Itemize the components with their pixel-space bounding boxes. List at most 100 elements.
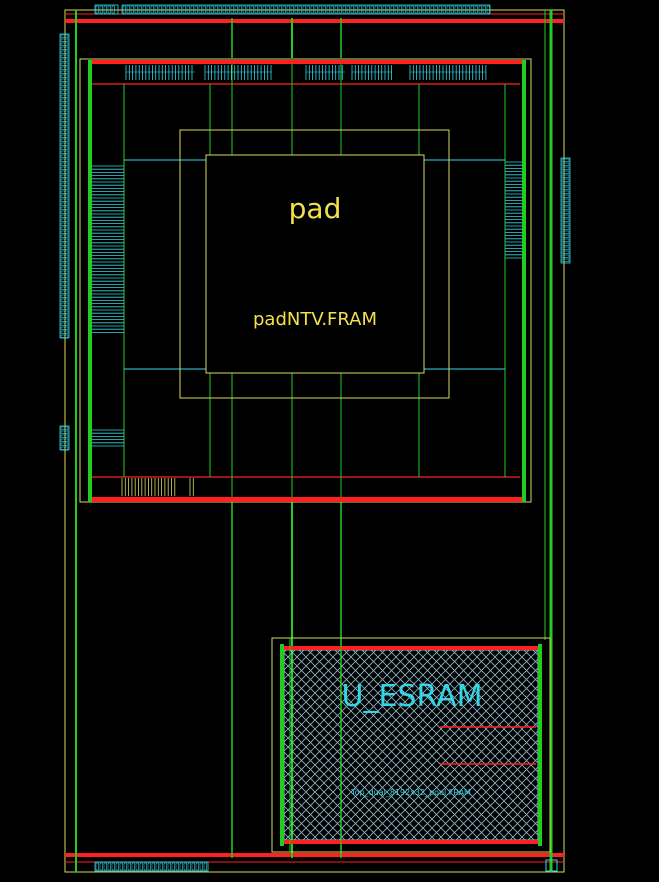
top-pin-pin <box>478 5 482 14</box>
top-pin-pin <box>326 5 330 14</box>
top-pin-pin <box>390 5 394 14</box>
left-pin-pin <box>60 426 69 430</box>
right-pin-pin <box>561 250 570 254</box>
top-pin-pin <box>218 5 222 14</box>
top-pin-pin <box>394 5 398 14</box>
left-pin-pin <box>60 258 69 262</box>
left-pin-pin <box>60 242 69 246</box>
top-pin-pin <box>190 5 194 14</box>
top-pin-pin <box>346 5 350 14</box>
right-pin-pin <box>561 178 570 182</box>
top-pin-pin <box>282 5 286 14</box>
top-pin-pin <box>378 5 382 14</box>
top-pin-pin <box>278 5 282 14</box>
top-pin-pin <box>182 5 186 14</box>
top-pin-pin <box>95 5 99 14</box>
pad-right-rail <box>522 60 526 502</box>
left-pin-pin <box>60 174 69 178</box>
top-pin-pin <box>314 5 318 14</box>
top-pin-pin <box>178 5 182 14</box>
bottom-pin-pin <box>155 862 159 871</box>
bottom-pin-pin <box>111 862 115 871</box>
top-pin-pin <box>454 5 458 14</box>
right-pin-pin <box>561 166 570 170</box>
bottom-pin-pin <box>115 862 119 871</box>
sram-frame-label: Top_dual_8192x32_pool.FRAM <box>350 788 471 797</box>
top-pin-strip <box>94 4 491 15</box>
left-pin-pin <box>60 230 69 234</box>
left-pin-pin <box>60 98 69 102</box>
left-pin-pin <box>60 234 69 238</box>
top-pin-pin <box>406 5 410 14</box>
right-pin-pin <box>561 258 570 262</box>
left-pin-pin <box>60 286 69 290</box>
bottom-pin-pin <box>143 862 147 871</box>
top-pin-pin <box>194 5 198 14</box>
right-pin-pin <box>561 238 570 242</box>
left-pin-pin <box>60 322 69 326</box>
top-pin-pin <box>262 5 266 14</box>
bottom-pin-pin <box>147 862 151 871</box>
bottom-pin-pin <box>99 862 103 871</box>
pad-left-pins <box>92 165 124 447</box>
left-pin-pin <box>60 310 69 314</box>
top-pin-pin <box>198 5 202 14</box>
left-pin-pin <box>60 34 69 38</box>
top-pin-pin <box>382 5 386 14</box>
left-pin-pin <box>60 254 69 258</box>
bottom-pin-pin <box>187 862 191 871</box>
top-pin-pin <box>450 5 454 14</box>
top-pin-pin <box>274 5 278 14</box>
top-pin-pin <box>107 5 111 14</box>
pad-block[interactable]: pad padNTV.FRAM <box>79 58 532 503</box>
left-pin-pin <box>60 50 69 54</box>
left-pin-pin <box>60 118 69 122</box>
top-pin-pin <box>170 5 174 14</box>
top-pin-pin <box>142 5 146 14</box>
top-pin-pin <box>126 5 130 14</box>
left-pin-frame <box>59 33 70 339</box>
top-pin-pin <box>242 5 246 14</box>
left-pin-pin <box>60 178 69 182</box>
top-pin-pin <box>462 5 466 14</box>
right-pin-pin <box>561 214 570 218</box>
bottom-pin-pin <box>191 862 195 871</box>
left-pin-pin <box>60 306 69 310</box>
top-pin-pin <box>298 5 302 14</box>
top-pin-pin <box>294 5 298 14</box>
bottom-pin-pin <box>123 862 127 871</box>
left-pin-pin <box>60 146 69 150</box>
left-pin-pin <box>60 46 69 50</box>
sram-block-label: U_ESRAM <box>342 679 483 714</box>
top-pin-pin <box>254 5 258 14</box>
top-pin-pin <box>134 5 138 14</box>
left-pin-pin <box>60 214 69 218</box>
top-pin-pin <box>430 5 434 14</box>
right-pin-pin <box>561 242 570 246</box>
right-pin-frame <box>560 157 571 264</box>
right-pin-pin <box>561 170 570 174</box>
bottom-pin-pin <box>119 862 123 871</box>
top-pin-pin <box>458 5 462 14</box>
left-pin-pin <box>60 442 69 446</box>
left-pin-pin <box>60 210 69 214</box>
bottom-pin-pin <box>163 862 167 871</box>
pad-bottom-rail <box>88 497 523 502</box>
top-pin-pin <box>438 5 442 14</box>
top-pin-pin <box>342 5 346 14</box>
die-boundary[interactable] <box>64 9 565 873</box>
left-pin-pin <box>60 90 69 94</box>
top-pin-pin <box>358 5 362 14</box>
left-pin-pin <box>60 226 69 230</box>
top-pin-pin <box>206 5 210 14</box>
sram-block[interactable]: U_ESRAM Top_dual_8192x32_pool.FRAM <box>271 637 551 853</box>
top-pin-pin <box>334 5 338 14</box>
left-pin-pin <box>60 186 69 190</box>
top-pin-frame <box>121 4 491 15</box>
left-pin-pin <box>60 202 69 206</box>
left-pin-pin <box>60 246 69 250</box>
sram-hatch-area <box>283 649 539 841</box>
left-pin-pin <box>60 198 69 202</box>
top-pin-pin <box>418 5 422 14</box>
